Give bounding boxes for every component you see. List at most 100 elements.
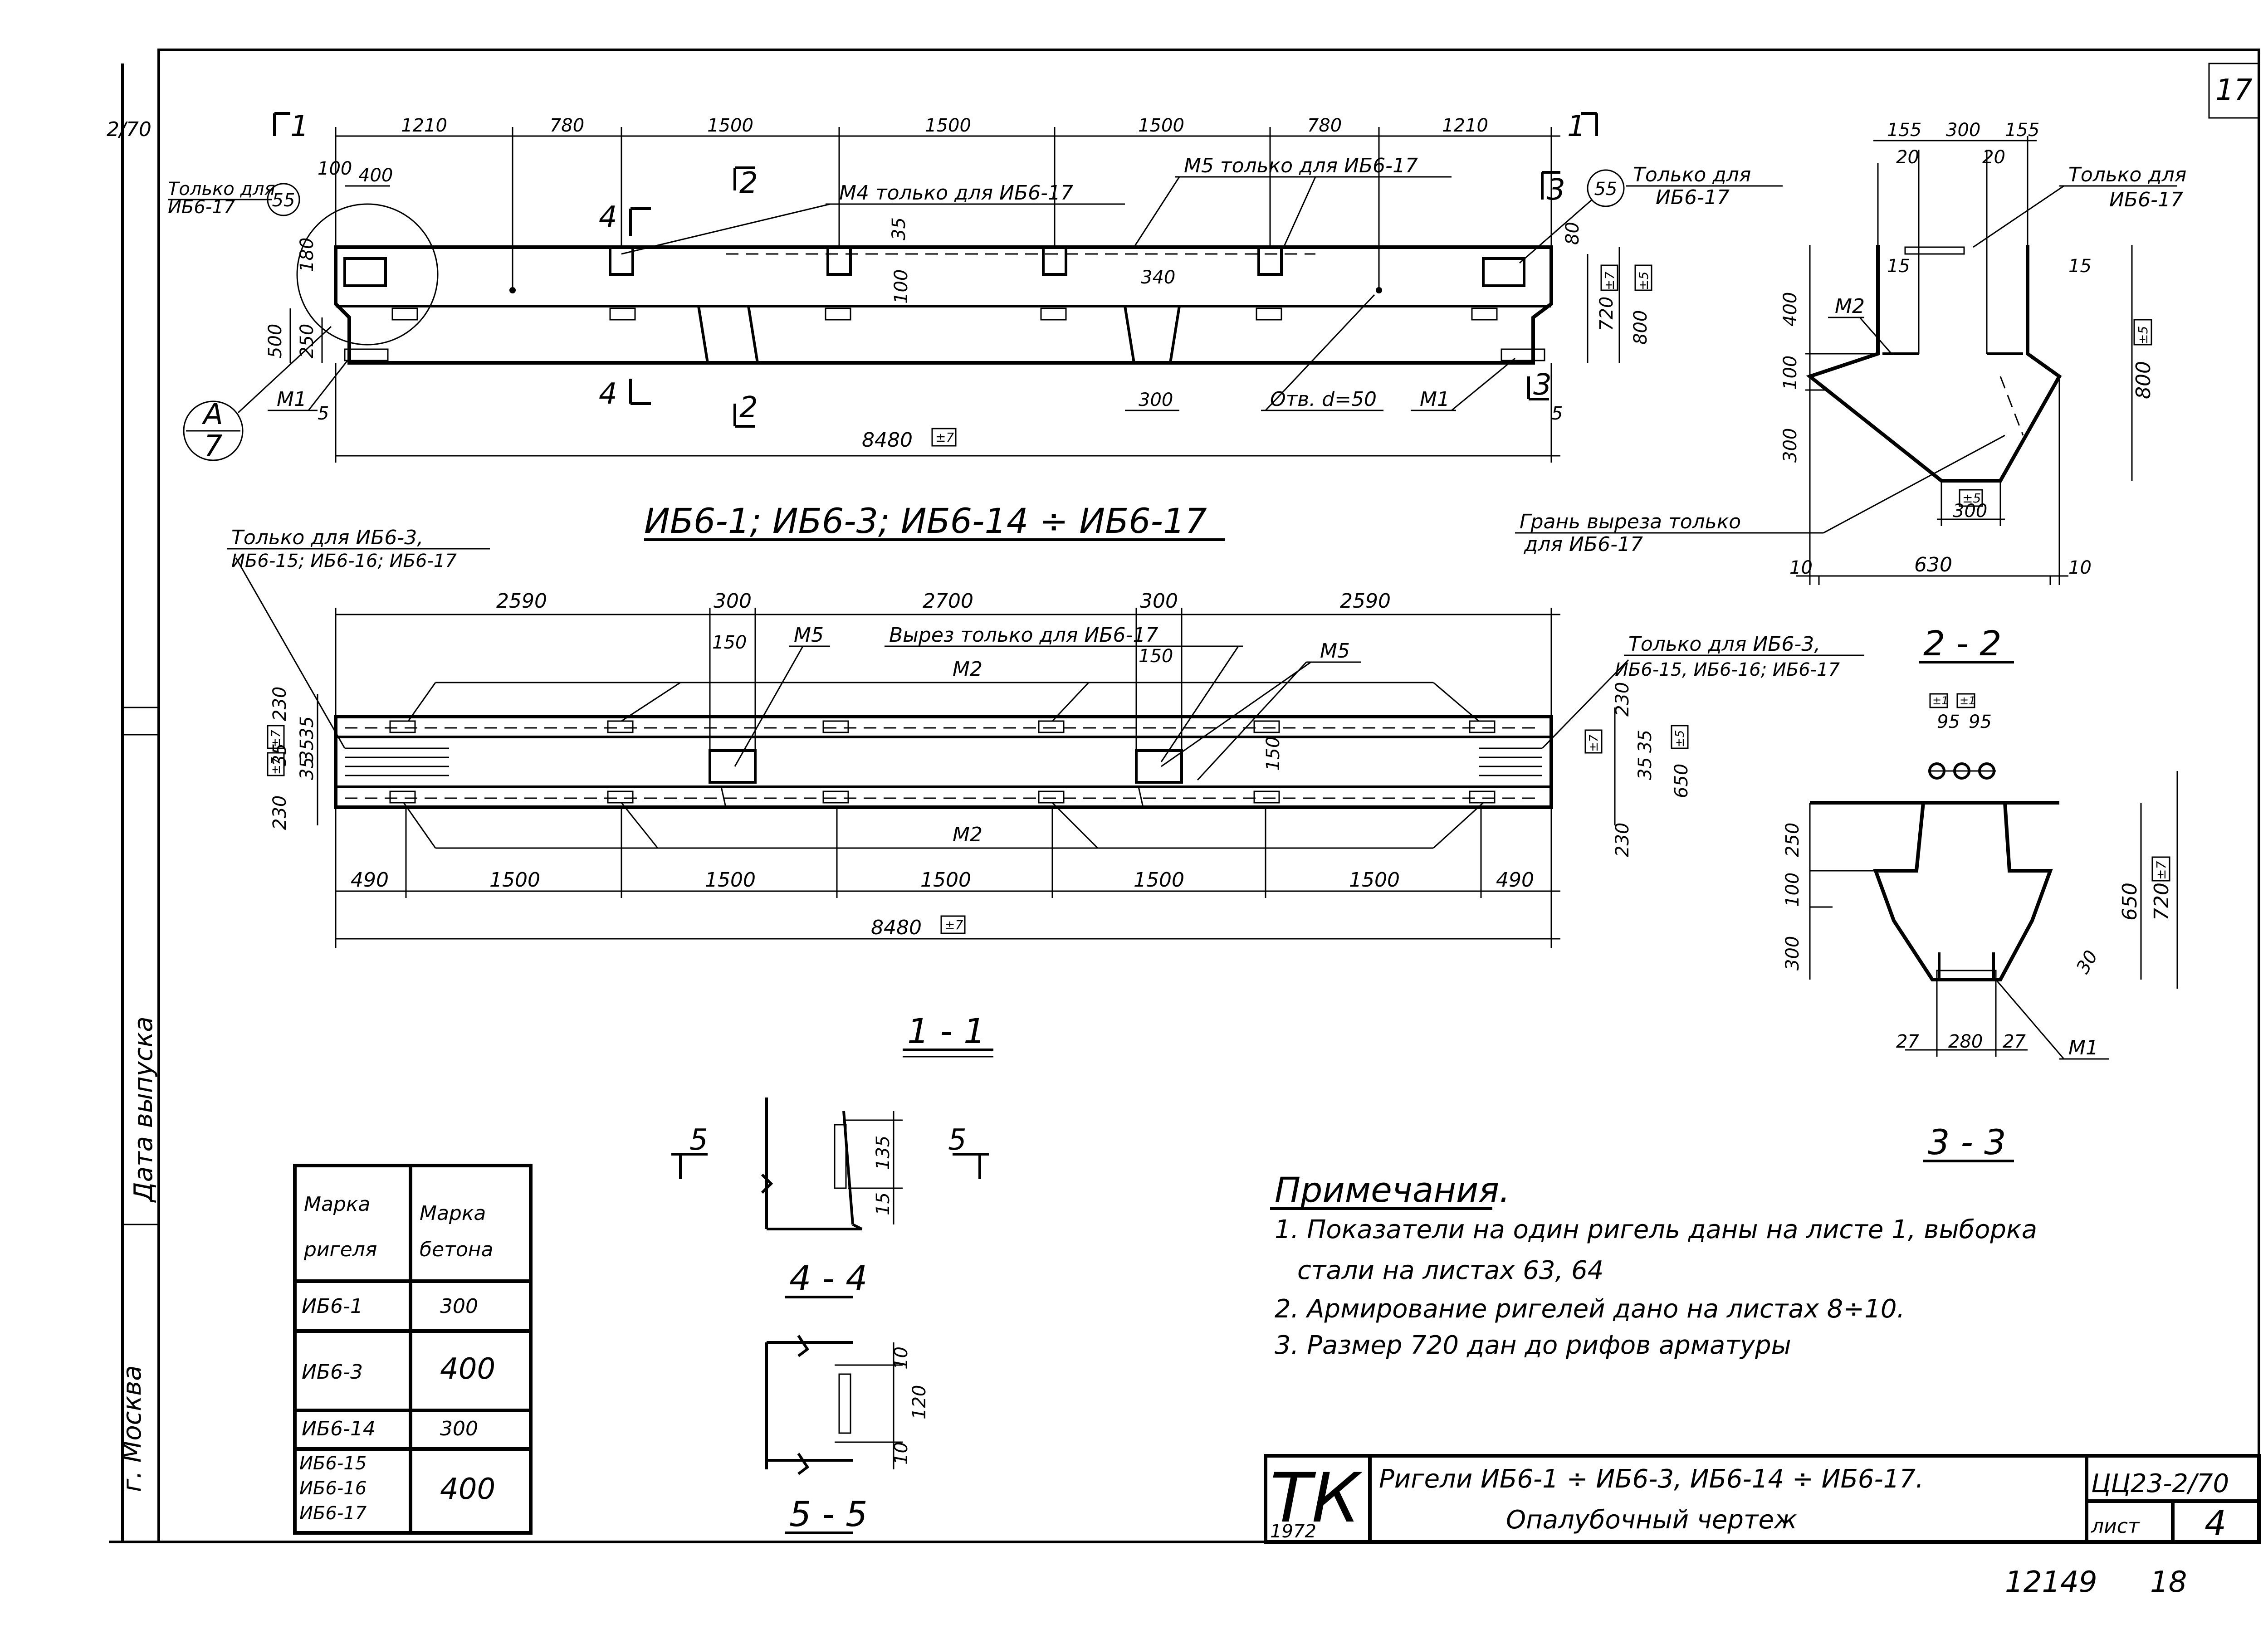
stamp-code: ЦЦ23-2/70 [2091, 1469, 2229, 1498]
cut-2-top: 2 [739, 166, 758, 200]
plan-right-d1: 230 [1612, 682, 1633, 717]
plan-d150a: 150 [712, 632, 747, 653]
s11-only-b: ИБ6-17 [2109, 188, 2183, 211]
table-r2b: 400 [440, 1352, 495, 1386]
plan-only-right-b: ИБ6-15, ИБ6-16; ИБ6-17 [1615, 659, 1840, 680]
plan-tol-1: ±7 [269, 730, 283, 747]
s55-d10b: 10 [891, 1442, 912, 1465]
plan-only-left-b: ИБ6-15; ИБ6-16; ИБ6-17 [231, 551, 457, 571]
table-h1a: Марка [304, 1193, 370, 1216]
s22-tol-b: ±1 [1960, 694, 1975, 707]
table-r2a: ИБ6-3 [302, 1361, 363, 1384]
stamp-title-2: Опалубочный чертеж [1506, 1505, 1797, 1535]
s11-m2: М2 [1835, 295, 1865, 318]
s55-d10a: 10 [891, 1346, 912, 1370]
note-2: 2. Армирование ригелей дано на листах 8÷… [1275, 1294, 1905, 1324]
plan-dim-2: 300 [714, 590, 752, 613]
elev-dim-1: 1210 [401, 115, 447, 136]
plan-m5b: М5 [1320, 639, 1350, 663]
elev-only-right-b: ИБ6-17 [1656, 186, 1730, 209]
note-1a: 1. Показатели на один ригель даны на лис… [1275, 1215, 2037, 1244]
s22-d720: 720 [2150, 883, 2173, 921]
elev-only-right-a: Только для [1633, 163, 1751, 186]
callout-7: 7 [204, 429, 223, 463]
stamp-sheet-no: 4 [2204, 1503, 2226, 1543]
table-h2a: Марка [420, 1202, 486, 1225]
elev-length: 8480 [862, 429, 913, 452]
s44-cut-l: 5 [689, 1123, 708, 1157]
s11-d20b: 20 [1982, 147, 2005, 168]
sheet-edge-fragment: 2/70 [107, 118, 152, 141]
plan-dim-3: 2700 [923, 590, 973, 613]
plan-tol-4: ±5 [1673, 730, 1687, 747]
title-stamp: ТК 1972 Ригели ИБ6-1 ÷ ИБ6-3, ИБ6-14 ÷ И… [1264, 1454, 2261, 1544]
elev-tol-2: ±5 [1636, 272, 1651, 290]
plan-only-left-a: Только для ИБ6-3, [231, 526, 423, 549]
plan-left-d6: 230 [269, 795, 290, 830]
table-r4c: ИБ6-17 [299, 1503, 367, 1524]
s11-left-d3: 300 [1780, 428, 1801, 463]
plan-bdim-4: 1500 [920, 868, 971, 892]
s22-label: 2 - 2 [1923, 623, 2001, 663]
sheet-corner-number: 17 [2215, 73, 2253, 107]
footer-archive: 12149 [2005, 1566, 2097, 1599]
s11-d800: 800 [2132, 361, 2155, 399]
notes-block: Примечания. 1. Показатели на один ригель… [1270, 1170, 2037, 1360]
table-h2b: бетона [420, 1238, 494, 1261]
elev-m4-note: М4 только для ИБ6-17 [839, 181, 1073, 205]
table-h1b: ригеля [303, 1238, 377, 1261]
cut-1-right: 1 [1567, 110, 1586, 143]
cut-1-left: 1 [290, 110, 309, 143]
elev-dim-3: 1500 [707, 115, 753, 136]
s22-tol-r: ±7 [2154, 861, 2169, 880]
elev-dim-6: 780 [1307, 115, 1342, 136]
s22-d650: 650 [2118, 883, 2141, 921]
s11-edge-note-a: Грань выреза только [1520, 510, 1741, 533]
plan-left-d1: 230 [269, 687, 290, 721]
elev-d5b: 5 [1551, 403, 1563, 424]
elev-d500: 500 [265, 324, 286, 358]
s11-tol-5: ±5 [2136, 326, 2151, 345]
table-r1a: ИБ6-1 [302, 1295, 363, 1318]
s22-d95a: 95 [1937, 712, 1960, 732]
elev-d800: 800 [1630, 310, 1651, 345]
stamp-title-1: Ригели ИБ6-1 ÷ ИБ6-3, ИБ6-14 ÷ ИБ6-17. [1379, 1464, 1924, 1494]
s11-d10b: 10 [2068, 557, 2092, 578]
plan-bdim-1: 490 [351, 868, 389, 892]
elev-dim-4: 1500 [925, 115, 971, 136]
s22-d95b: 95 [1969, 712, 1992, 732]
cut-3-top: 3 [1547, 173, 1565, 207]
s33-label: 3 - 3 [1928, 1122, 2006, 1162]
footer-page: 18 [2150, 1566, 2187, 1599]
elev-m1-right: М1 [1420, 388, 1450, 411]
stamp-year: 1972 [1270, 1521, 1316, 1542]
s11-tol-b: ±5 [1962, 491, 1981, 506]
plan-left-d5: 35 [269, 743, 290, 766]
s55-d120: 120 [909, 1385, 930, 1419]
s44-cut-r: 5 [948, 1123, 967, 1157]
elev-d720: 720 [1596, 297, 1617, 331]
s44-d15: 15 [873, 1192, 894, 1215]
section-5-5: 10 120 10 5 - 5 [765, 1335, 930, 1534]
elev-d180: 180 [297, 238, 318, 272]
elev-m1-left: М1 [277, 388, 307, 411]
plan-dim-5: 2590 [1340, 590, 1391, 613]
s11-left-d1: 400 [1780, 292, 1801, 327]
s22-left-d2: 100 [1782, 873, 1803, 907]
elev-d250: 250 [297, 324, 318, 358]
plan-right-d4: 230 [1612, 823, 1633, 857]
s22-left-d1: 250 [1782, 823, 1803, 857]
stamp-sheet-label: лист [2091, 1515, 2140, 1538]
s22-left-d3: 300 [1782, 936, 1803, 971]
elev-dim-5: 1500 [1138, 115, 1184, 136]
beam-plan: ИБ6-1; ИБ6-3; ИБ6-14 ÷ ИБ6-17 [227, 501, 1864, 948]
s11-dim-2: 300 [1946, 120, 1980, 141]
note-3: 3. Размер 720 дан до рифов арматуры [1275, 1331, 1791, 1360]
elev-tol-1: ±7 [1602, 272, 1617, 290]
elev-tol-len: ±7 [935, 430, 954, 445]
plan-bdim-5: 1500 [1134, 868, 1184, 892]
plan-left-d3: 35 [297, 739, 318, 762]
elev-m5-note: М5 только для ИБ6-17 [1184, 154, 1418, 177]
plan-m5a: М5 [794, 624, 824, 647]
